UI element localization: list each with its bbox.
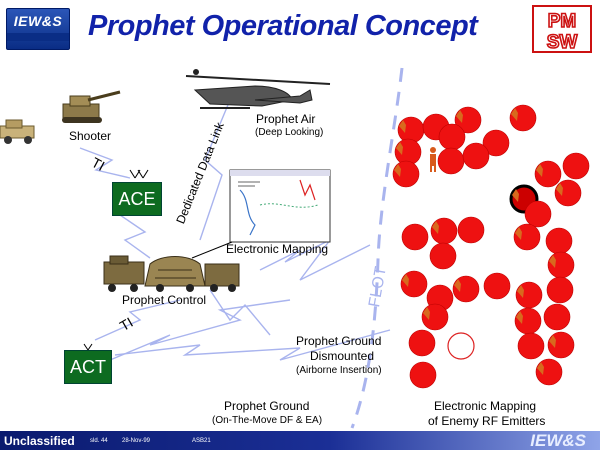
slide-code: ASB21: [192, 438, 211, 444]
prophet-ground-dismounted-label-2: Dismounted: [310, 349, 375, 363]
enemy-emitter-marker: [513, 223, 541, 251]
enemy-emitter-marker: [447, 332, 475, 360]
prophet-ground-sub-label: (On-The-Move DF & EA): [212, 415, 323, 426]
pmsw-logo-top: PM: [548, 11, 577, 32]
prophet-ground-dismounted-sub-label: (Airborne Insertion): [296, 365, 382, 376]
enemy-soldier-icon: [511, 108, 518, 121]
enemy-emitter-marker: [545, 227, 573, 255]
electronic-mapping-label: Electronic Mapping: [226, 242, 329, 256]
enemy-emitter-marker: [400, 270, 428, 298]
shooter-label: Shooter: [69, 129, 112, 143]
enemy-emitter-marker: [401, 223, 429, 251]
friendly-soldier-icon: [430, 147, 436, 172]
footer-iews-logo: IEW&S: [530, 431, 586, 450]
enemy-mapping-label-2: of Enemy RF Emitters: [428, 414, 546, 428]
enemy-emitter-marker: [535, 358, 563, 386]
prophet-control-label: Prophet Control: [122, 293, 207, 307]
enemy-emitter-marker: [547, 251, 575, 279]
prophet-ground-label: Prophet Ground: [224, 399, 310, 413]
page-title: Prophet Operational Concept: [88, 10, 478, 42]
prophet-ground-dismounted-label-1: Prophet Ground: [296, 334, 382, 348]
iews-logo-text: IEW&S: [13, 13, 63, 29]
act-box: ACT: [64, 350, 112, 384]
enemy-soldier-icon: [515, 227, 522, 240]
enemy-emitter-marker: [482, 129, 510, 157]
enemy-soldier-icon: [537, 362, 544, 375]
enemy-soldier-icon: [456, 110, 463, 123]
enemy-soldier-icon: [432, 221, 439, 234]
humvee-icon: [0, 119, 35, 144]
enemy-soldier-icon: [394, 164, 401, 177]
flot-line: [350, 67, 404, 429]
antenna-marks: [83, 169, 149, 351]
enemy-soldier-icon: [536, 164, 543, 177]
ace-box: ACE: [112, 182, 162, 216]
enemy-emitter-marker: [546, 276, 574, 304]
prophet-air-sub-label: (Deep Looking): [255, 127, 324, 138]
enemy-soldier-icon: [549, 255, 556, 268]
pmsw-logo-bottom: SW: [547, 32, 578, 53]
enemy-emitter-marker: [562, 152, 590, 180]
enemy-soldier-icon: [512, 189, 519, 202]
enemy-emitter-marker: [514, 307, 542, 335]
enemy-soldier-icon: [402, 274, 409, 287]
classification-label: Unclassified: [4, 434, 75, 448]
enemy-emitter-marker: [430, 217, 458, 245]
howitzer-icon: [62, 90, 121, 123]
enemy-emitter-marker: [392, 160, 420, 188]
enemy-emitters: [392, 104, 590, 389]
enemy-emitter-marker: [429, 242, 457, 270]
diagram-canvas: [0, 67, 590, 429]
enemy-emitter-marker: [408, 329, 436, 357]
enemy-emitter-marker: [438, 123, 466, 151]
radio-links: [79, 99, 391, 361]
prophet-control-vehicles: [103, 255, 240, 292]
prophet-air-label: Prophet Air: [256, 112, 316, 126]
mapping-pointer: [191, 241, 233, 259]
enemy-soldier-icon: [516, 311, 523, 324]
helicopter-icon: [185, 69, 331, 109]
enemy-emitter-marker: [509, 104, 537, 132]
enemy-emitter-marker: [543, 303, 571, 331]
enemy-soldier-icon: [517, 285, 524, 298]
electronic-mapping-screen: [229, 169, 331, 243]
enemy-soldier-icon: [423, 307, 430, 320]
enemy-emitter-marker: [457, 216, 485, 244]
enemy-emitter-marker: [515, 281, 543, 309]
enemy-soldier-icon: [556, 183, 563, 196]
enemy-emitter-marker: [452, 275, 480, 303]
enemy-mapping-label-1: Electronic Mapping: [434, 399, 537, 413]
enemy-emitter-marker: [421, 303, 449, 331]
enemy-emitter-marker: [547, 331, 575, 359]
footer-bar: Unclassified sld. 44 28-Nov-99 ASB21 IEW…: [0, 431, 600, 450]
enemy-emitter-marker: [462, 142, 490, 170]
slide-number: sld. 44: [90, 438, 108, 444]
iews-logo: IEW&S: [6, 8, 70, 50]
enemy-emitter-marker: [517, 332, 545, 360]
enemy-emitter-marker: [524, 200, 552, 228]
enemy-soldier-icon: [399, 120, 406, 133]
iews-logo-strip: [7, 33, 69, 41]
pmsw-logo: PM SW: [532, 5, 592, 53]
enemy-emitter-marker: [483, 272, 511, 300]
enemy-emitter-marker: [409, 361, 437, 389]
enemy-emitter-marker: [554, 179, 582, 207]
enemy-soldier-icon: [454, 279, 461, 292]
slide-date: 28-Nov-99: [122, 438, 151, 444]
enemy-soldier-icon: [396, 142, 403, 155]
enemy-emitter-marker: [437, 147, 465, 175]
enemy-soldier-icon: [549, 335, 556, 348]
enemy-emitter-marker: [534, 160, 562, 188]
